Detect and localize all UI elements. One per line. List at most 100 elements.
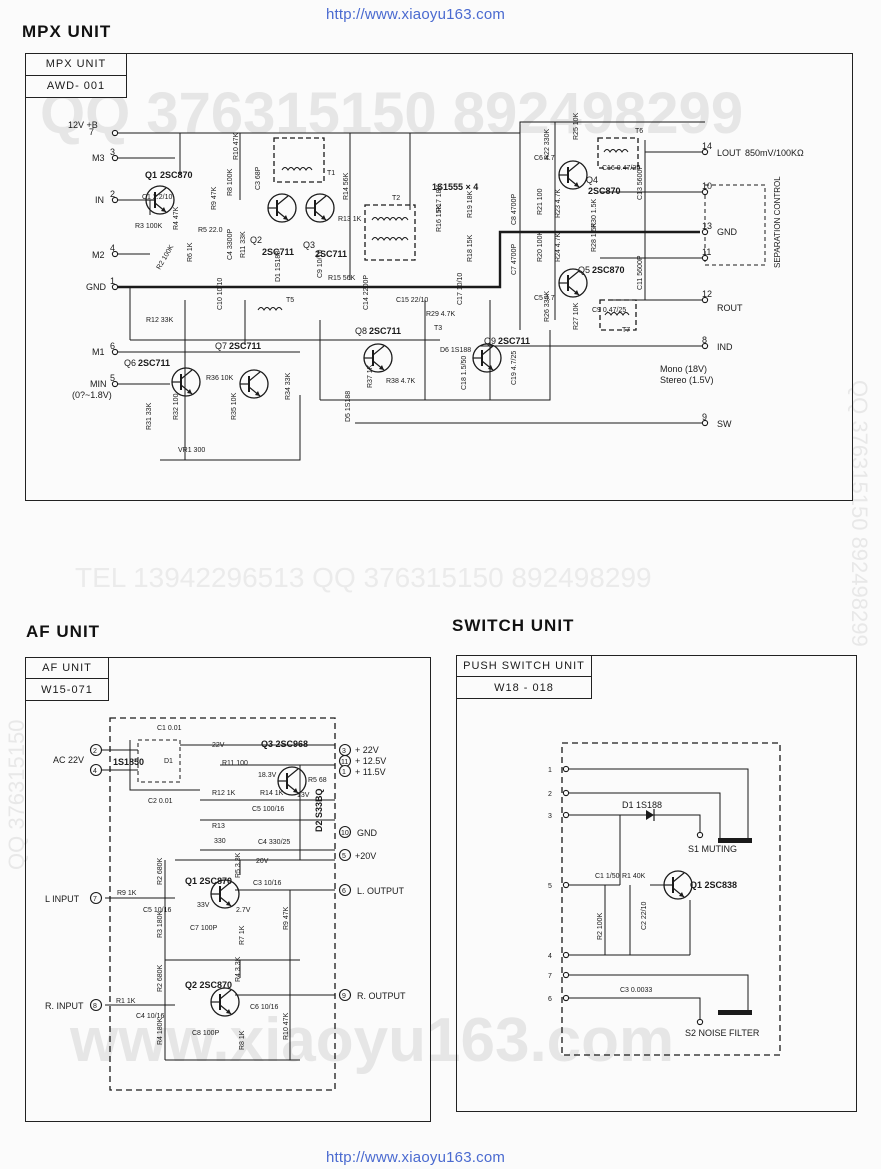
af-part-3: 22V: [212, 742, 225, 749]
mpx-terminal-10: 10: [702, 181, 712, 191]
mpx-q9-type: 2SC711: [498, 336, 530, 346]
switch-pin-3: 3: [548, 813, 552, 820]
switch-contacts: [646, 809, 752, 1026]
af-part-4: R11 100: [222, 760, 248, 767]
mpx-part-61: T7: [622, 327, 630, 334]
switch-unit-label-top: PUSH SWITCH UNIT: [457, 656, 591, 677]
af-part-25: R9 47K: [283, 906, 290, 930]
mpx-part-labels: C1 2.2/10 R3 100K R2 100K R4 47K R6 1K R…: [135, 112, 644, 454]
af-part-17: C3 10/16: [253, 880, 282, 887]
switch-s2-label: S2 NOISE FILTER: [685, 1028, 760, 1038]
af-part-18: R9 1K: [117, 890, 137, 897]
mpx-part-49: R20 100K: [537, 231, 544, 262]
mpx-part-54: C9 0.47/25: [592, 307, 626, 314]
switch-transistor: [663, 870, 693, 900]
mpx-part-0: C1 2.2/10: [142, 194, 172, 201]
mpx-part-57: T1: [327, 170, 335, 177]
mpx-q7-label: Q7: [215, 341, 227, 351]
footer-url[interactable]: http://www.xiaoyu163.com: [326, 1149, 506, 1166]
af-frame: [25, 657, 431, 1122]
af-part-30: C4 10/16: [136, 1013, 165, 1020]
mpx-part-4: R6 1K: [187, 242, 194, 262]
mpx-terminal-gnd-right: GND: [717, 227, 738, 237]
af-part-7: 13V: [297, 792, 310, 799]
switch-part-4: C3 0.0033: [620, 987, 652, 994]
mpx-q5-label: Q5: [578, 265, 590, 275]
watermark-site: www.xiaoyu163.com: [70, 1006, 675, 1075]
af-part-29: R1 1K: [116, 998, 136, 1005]
mpx-q8-label: Q8: [355, 326, 367, 336]
af-pin-7: 7: [93, 896, 97, 903]
mpx-part-26: C17 10/10: [457, 273, 464, 305]
mpx-terminal-m3: M3: [92, 153, 105, 163]
mpx-mono-note: Mono (18V): [660, 364, 707, 374]
switch-unit-label: PUSH SWITCH UNIT W18 - 018: [456, 655, 592, 699]
mpx-q1-label: Q1: [145, 170, 157, 180]
switch-pin-5: 5: [548, 883, 552, 890]
af-r-output: R. OUTPUT: [357, 991, 406, 1001]
mpx-q2-label: Q2: [250, 235, 262, 245]
mpx-terminal-8: 8: [702, 335, 707, 345]
mpx-text-layer: 12V +B 7 M3 3 IN 2 M2 4 GND 1 M1 6 MIN 5…: [68, 120, 804, 429]
af-part-32: C8 100P: [192, 1030, 220, 1037]
mpx-frame: [25, 53, 853, 501]
af-part-24: R7 1K: [239, 925, 246, 945]
mpx-part-58: T2: [392, 195, 400, 202]
mpx-part-33: D6 1S188: [440, 347, 471, 354]
watermark-tel: TEL 13942296513 QQ 376315150 892498299: [75, 562, 652, 593]
mpx-part-59: T5: [286, 297, 294, 304]
mpx-terminal-gnd: GND: [86, 282, 107, 292]
mpx-diodes-note: 1S1555 × 4: [432, 182, 478, 192]
mpx-terminal-12: 12: [702, 289, 712, 299]
switch-section-title: SWITCH UNIT: [452, 616, 575, 635]
mpx-part-62: T3: [434, 325, 442, 332]
mpx-q6-type: 2SC711: [138, 358, 170, 368]
af-part-13: C4 330/25: [258, 839, 290, 846]
mpx-part-24: C15 22/10: [396, 297, 428, 304]
mpx-part-47: C11 5600P: [637, 255, 644, 290]
mpx-part-2: R2 100K: [156, 244, 176, 271]
mpx-transformer-boxes: [273, 137, 639, 331]
mpx-part-36: C18 1.5/50: [461, 356, 468, 390]
mpx-terminal-3: 3: [110, 147, 115, 157]
mpx-part-43: R23 4.7K: [555, 188, 562, 218]
switch-part-3: C2 22/10: [641, 901, 648, 930]
header-url[interactable]: http://www.xiaoyu163.com: [326, 6, 506, 23]
af-part-labels: C1 0.01 C2 0.01 D1 22V R11 100 18.3V R5 …: [116, 725, 327, 1050]
mpx-part-10: R10 47K: [233, 132, 240, 160]
switch-pin-4: 4: [548, 953, 552, 960]
switch-pin-2: 2: [548, 791, 552, 798]
af-pin-9: 9: [342, 993, 346, 1000]
af-part-8: R12 1K: [212, 790, 236, 797]
af-part-31: R4 180K: [157, 1017, 164, 1045]
mpx-part-32: VR1 300: [178, 447, 205, 454]
af-unit-label: AF UNIT W15-071: [25, 657, 109, 701]
mpx-q8-type: 2SC711: [369, 326, 401, 336]
mpx-terminal-m1: M1: [92, 347, 105, 357]
af-rail-11v: + 11.5V: [355, 767, 386, 777]
switch-pin-dots: [562, 765, 570, 1002]
af-pin-3: 3: [342, 748, 346, 755]
mpx-part-31: R31 33K: [146, 402, 153, 430]
mpx-part-27: R36 10K: [206, 375, 234, 382]
mpx-terminal-1: 1: [110, 276, 115, 286]
mpx-unit-label-bottom: AWD- 001: [46, 80, 106, 93]
mpx-terminal-5: 5: [110, 373, 115, 383]
af-rail-20v: +20V: [355, 851, 376, 861]
mpx-terminal-11: 11: [702, 247, 711, 257]
mpx-q2-type: 2SC711: [262, 247, 294, 257]
mpx-unit-label: MPX UNIT AWD- 001: [25, 53, 127, 98]
switch-frame: [456, 655, 857, 1112]
mpx-part-19: R16 15K: [436, 204, 443, 232]
switch-unit-label-bottom: W18 - 018: [494, 681, 554, 694]
mpx-part-11: R11 33K: [240, 231, 247, 258]
mpx-part-25: R29 4.7K: [426, 311, 456, 318]
af-part-26: R2 680K: [157, 964, 164, 992]
mpx-part-38: D5 1S188: [345, 391, 352, 422]
af-bridge-label: 1S1850: [113, 757, 144, 767]
af-pin-2: 2: [93, 748, 97, 755]
switch-diode-label: D1 1S188: [622, 800, 662, 810]
af-section-title: AF UNIT: [26, 622, 101, 641]
mpx-part-39: C6 4.7: [534, 155, 555, 162]
